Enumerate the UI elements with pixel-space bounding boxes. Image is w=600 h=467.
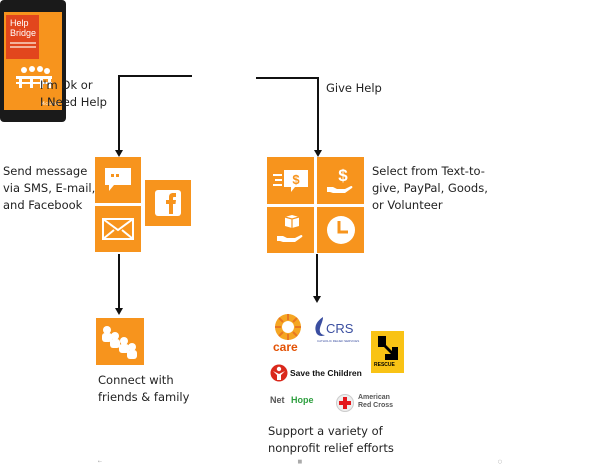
- microsoft-brand: Microsoft: [40, 101, 59, 106]
- sms-tile[interactable]: [95, 157, 141, 203]
- app-title: Help Bridge: [10, 18, 37, 38]
- app-title-tile: Help Bridge: [6, 15, 39, 59]
- people-icon: [102, 325, 137, 359]
- crs-subtext: CATHOLIC RELIEF SERVICES: [317, 339, 360, 343]
- support-description: Support a variety of nonprofit relief ef…: [268, 424, 394, 455]
- irc-text: RESCUE: [374, 362, 395, 368]
- send-message-description: Send message via SMS, E-mail, and Facebo…: [3, 164, 96, 212]
- save-children-figure-icon: [270, 364, 288, 382]
- email-tile[interactable]: [95, 206, 141, 252]
- nethope-text-b: Hope: [291, 395, 314, 405]
- red-cross-icon: [336, 394, 354, 412]
- arrow-right-2: [313, 296, 321, 303]
- back-icon[interactable]: ←: [97, 459, 102, 465]
- volunteer-tile[interactable]: [317, 207, 364, 253]
- care-logo[interactable]: care: [271, 313, 305, 355]
- nethope-text-a: Net: [270, 395, 285, 405]
- facebook-icon: [155, 190, 181, 216]
- crs-text: CRS: [326, 321, 354, 336]
- paypal-dollar-hand-icon: $: [326, 166, 352, 193]
- phone-screen: Help Bridge Microsoft: [4, 12, 62, 110]
- volunteer-clock-icon: [326, 216, 355, 244]
- connector-left-h: [118, 75, 192, 77]
- connector-right-v2: [316, 254, 318, 298]
- connector-left-v: [118, 75, 120, 153]
- connect-description: Connect with friends & family: [98, 373, 190, 404]
- red-cross-text: American Red Cross: [358, 394, 394, 409]
- irc-arrow-icon: [378, 336, 398, 360]
- text-to-give-tile[interactable]: $: [267, 157, 314, 204]
- connector-left-v2: [118, 254, 120, 310]
- red-cross-logo[interactable]: American Red Cross: [336, 394, 406, 414]
- goods-box-hand-icon: [276, 215, 302, 242]
- save-the-children-text: Save the Children: [290, 368, 362, 378]
- svg-text:$: $: [338, 166, 348, 185]
- save-the-children-logo[interactable]: Save the Children: [270, 364, 370, 384]
- crs-logo[interactable]: CRS CATHOLIC RELIEF SERVICES: [313, 316, 363, 346]
- give-options-description: Select from Text-to- give, PayPal, Goods…: [372, 164, 488, 212]
- phone-mockup: Help Bridge Microsoft ← ■ ○: [0, 0, 502, 465]
- left-branch-label: I'm Ok or I Need Help: [40, 78, 107, 109]
- svg-text:$: $: [292, 172, 300, 187]
- nethope-logo[interactable]: Net Hope: [270, 395, 326, 411]
- connector-right-h: [256, 77, 318, 79]
- arrow-right-1: [314, 150, 322, 157]
- care-text: care: [273, 340, 298, 354]
- arrow-left-2: [115, 308, 123, 315]
- windows-icon[interactable]: ■: [297, 459, 303, 465]
- care-hands-icon: [275, 314, 301, 340]
- chat-bubble-icon: [105, 168, 131, 191]
- bridge-people-icon: [16, 66, 52, 88]
- phone-nav-bar: ← ■ ○: [0, 459, 600, 465]
- irc-logo[interactable]: RESCUE: [371, 331, 404, 373]
- connect-tile[interactable]: [96, 318, 144, 365]
- envelope-icon: [102, 218, 134, 240]
- text-to-give-icon: $: [272, 169, 308, 192]
- search-icon[interactable]: ○: [497, 459, 503, 465]
- paypal-tile[interactable]: $: [317, 157, 364, 204]
- app-subtitle-lines: [10, 42, 36, 44]
- right-branch-label: Give Help: [326, 81, 382, 95]
- goods-tile[interactable]: [267, 207, 314, 253]
- connector-right-v: [317, 77, 319, 153]
- crs-flame-icon: [315, 317, 325, 336]
- facebook-tile[interactable]: [145, 180, 191, 226]
- arrow-left-1: [115, 150, 123, 157]
